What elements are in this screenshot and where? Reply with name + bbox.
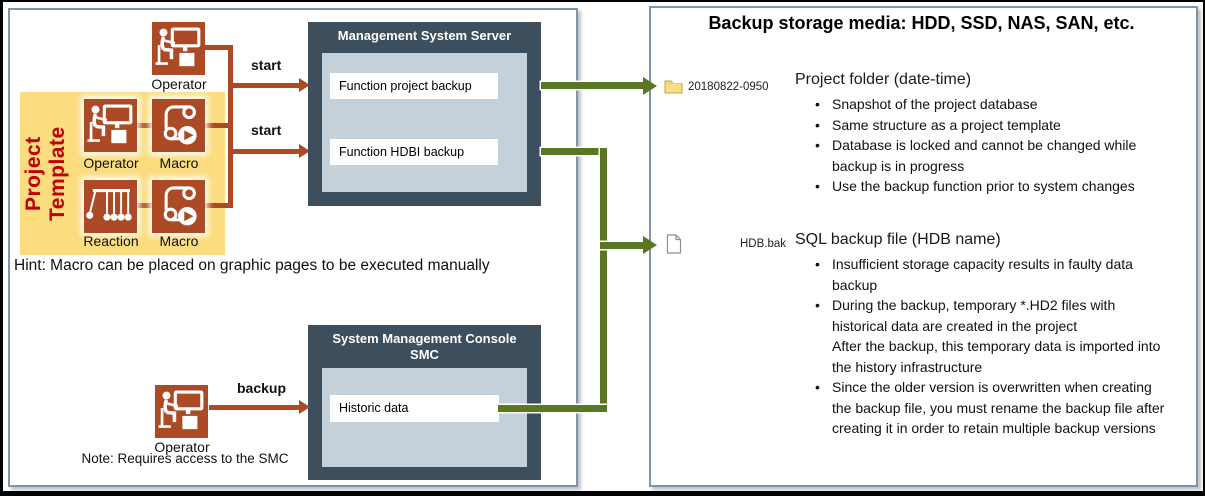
bullet-text: Use the backup function prior to system … (832, 178, 1135, 194)
smc-subtitle: SMC (410, 347, 439, 362)
macro-script-icon (163, 105, 197, 145)
function-hdbi-backup-row: Function HDBI backup (330, 139, 498, 165)
start-arrow-line (233, 83, 299, 88)
bullet-text: Database is locked and cannot be changed… (832, 137, 1137, 174)
server-title: Management System Server (337, 28, 512, 43)
server-inner-panel: Function project backup Function HDBI ba… (322, 53, 527, 192)
reaction-label: Reaction (83, 233, 139, 249)
section-heading: Project folder (date-time) (795, 71, 972, 88)
backup-arrow-line (209, 405, 299, 410)
bullet-text: Same structure as a project template (832, 116, 1061, 133)
smc-title: System Management Console (332, 331, 517, 346)
bullet-dot: • (815, 297, 820, 313)
green-connector-line (600, 148, 607, 412)
smc-box: System Management Console SMC Historic d… (308, 325, 541, 480)
operator-icon (152, 22, 205, 75)
bullet-item: • Use the backup function prior to syste… (812, 176, 1172, 197)
green-arrowhead-icon (643, 236, 657, 254)
macro-script-icon (163, 186, 197, 226)
bullet-list: • Snapshot of the project database • Sam… (812, 94, 1172, 197)
connector-line (137, 123, 152, 128)
note-text: Note: Requires access to the SMC (81, 451, 289, 466)
connector-line (205, 203, 233, 208)
hint-text: Hint: Macro can be placed on graphic pag… (14, 257, 490, 274)
bullet-text: Since the older version is overwritten w… (832, 379, 1165, 436)
bullet-item: • Insufficient storage capacity results … (812, 254, 1172, 295)
bullet-text: Snapshot of the project database (832, 96, 1038, 112)
function-project-backup-row: Function project backup (330, 73, 498, 99)
arrowhead-icon (299, 400, 310, 414)
page-border (1203, 0, 1205, 496)
bullet-item: • Snapshot of the project database (812, 94, 1172, 115)
connector-line (205, 45, 233, 50)
bullet-dot: • (815, 96, 820, 112)
bullet-item: • Same structure as a project template (812, 115, 1172, 136)
macro-icon (152, 99, 205, 152)
bullet-dot: • (815, 256, 820, 272)
connector-line (205, 123, 233, 128)
arrowhead-icon (299, 144, 310, 158)
folder-icon (664, 78, 683, 94)
folder-name: 20180822-0950 (688, 81, 769, 93)
macro-label: Macro (159, 233, 199, 249)
operator-label: Operator (83, 155, 139, 171)
green-connector-line (498, 405, 607, 412)
section-heading: SQL backup file (HDB name) (795, 231, 1001, 248)
file-name: HDB.bak (740, 238, 787, 250)
arrowhead-icon (299, 78, 310, 92)
operator-label: Operator (151, 76, 207, 92)
operator-icon (84, 99, 137, 152)
connector-trunk-line (228, 45, 233, 208)
storage-media-title: Backup storage media: HDD, SSD, NAS, SAN… (708, 13, 1135, 33)
project-template-title: Project Template (22, 126, 69, 221)
page-border (0, 0, 3, 496)
reaction-icon (84, 180, 137, 233)
storage-info-panel (649, 6, 1198, 487)
operator-at-desk-icon (87, 104, 133, 144)
bullet-text: Insufficient storage capacity results in… (832, 256, 1133, 293)
management-system-server-box: Management System Server Function projec… (308, 22, 541, 206)
bullet-dot: • (815, 137, 820, 153)
green-connector-line (541, 82, 643, 89)
page-border (0, 491, 1205, 496)
backup-label: backup (237, 380, 287, 396)
operator-icon (155, 385, 208, 438)
bullet-item: • Database is locked and cannot be chang… (812, 135, 1172, 176)
bullet-item: • During the backup, temporary *.HD2 fil… (812, 295, 1172, 377)
smc-inner-panel: Historic data (322, 368, 527, 467)
bullet-dot: • (815, 116, 820, 133)
start-label: start (251, 57, 282, 73)
green-arrowhead-icon (643, 77, 657, 95)
bullet-text: During the backup, temporary *.HD2 files… (832, 297, 1161, 375)
operator-at-desk-icon (158, 390, 204, 430)
green-connector-line (600, 242, 643, 249)
operator-label: Operator (154, 439, 210, 455)
connector-line (137, 203, 152, 208)
page-border (0, 0, 1205, 2)
macro-icon (152, 180, 205, 233)
start-arrow-line (233, 149, 299, 154)
bullet-dot: • (815, 178, 820, 194)
start-label: start (251, 122, 282, 138)
operator-at-desk-icon (155, 27, 201, 67)
bullet-list: • Insufficient storage capacity results … (812, 254, 1172, 439)
newtons-cradle-icon (86, 189, 132, 221)
green-connector-line (541, 148, 607, 155)
bullet-dot: • (815, 379, 820, 395)
bullet-item: • Since the older version is overwritten… (812, 377, 1172, 439)
file-icon (666, 234, 682, 254)
macro-label: Macro (159, 155, 199, 171)
historic-data-row: Historic data (330, 395, 499, 422)
